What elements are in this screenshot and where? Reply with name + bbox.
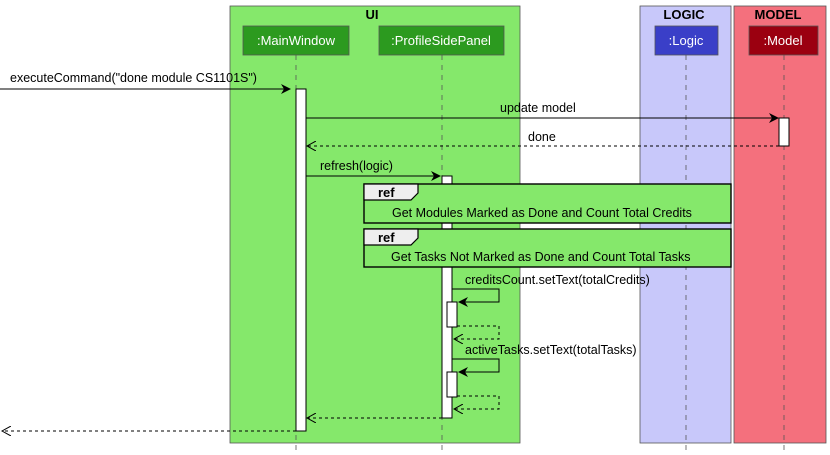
label-done: done <box>528 130 556 144</box>
activation-panel-tasks <box>446 371 458 398</box>
participant-mainwindow-label: :MainWindow <box>257 33 336 48</box>
ref-frame-credits-text: Get Modules Marked as Done and Count Tot… <box>392 206 692 220</box>
label-credits-settext: creditsCount.setText(totalCredits) <box>465 273 650 287</box>
participant-mainwindow-box <box>242 25 350 56</box>
ref-frame-credits-tag-box <box>363 183 419 201</box>
group-model-box <box>733 5 827 444</box>
participant-logic-box <box>654 25 719 56</box>
ref-frame-credits <box>363 183 732 224</box>
label-refresh: refresh(logic) <box>320 159 393 173</box>
group-model-title: MODEL <box>755 7 802 22</box>
ref-frame-tasks <box>363 228 732 268</box>
activation-model <box>778 117 790 147</box>
activation-profilesidepanel <box>441 175 453 419</box>
activation-panel-credits <box>446 301 458 328</box>
participant-model-label: :Model <box>763 33 802 48</box>
ref-frame-tasks-tag-box <box>363 228 419 246</box>
arrow-credits-settext <box>452 288 500 307</box>
participant-profilesidepanel-label: :ProfileSidePanel <box>391 33 491 48</box>
group-logic-box <box>639 5 732 444</box>
participant-model-box <box>748 25 819 56</box>
ref-frame-tasks-tag: ref <box>378 230 395 245</box>
group-ui-box <box>229 5 521 444</box>
ref-frame-credits-tag: ref <box>378 185 395 200</box>
label-update-model: update model <box>500 101 576 115</box>
activation-mainwindow <box>295 88 307 432</box>
arrow-tasks-settext <box>452 358 500 377</box>
group-ui-title: UI <box>366 7 379 22</box>
arrow-tasks-return <box>454 395 500 409</box>
participant-logic-label: :Logic <box>669 33 704 48</box>
participant-profilesidepanel-box <box>378 25 505 56</box>
label-tasks-settext: activeTasks.setText(totalTasks) <box>465 343 637 357</box>
ref-frame-tasks-text: Get Tasks Not Marked as Done and Count T… <box>391 250 690 264</box>
arrow-credits-return <box>454 325 500 339</box>
group-logic-title: LOGIC <box>663 7 705 22</box>
label-execute-command: executeCommand("done module CS1101S") <box>10 71 257 85</box>
